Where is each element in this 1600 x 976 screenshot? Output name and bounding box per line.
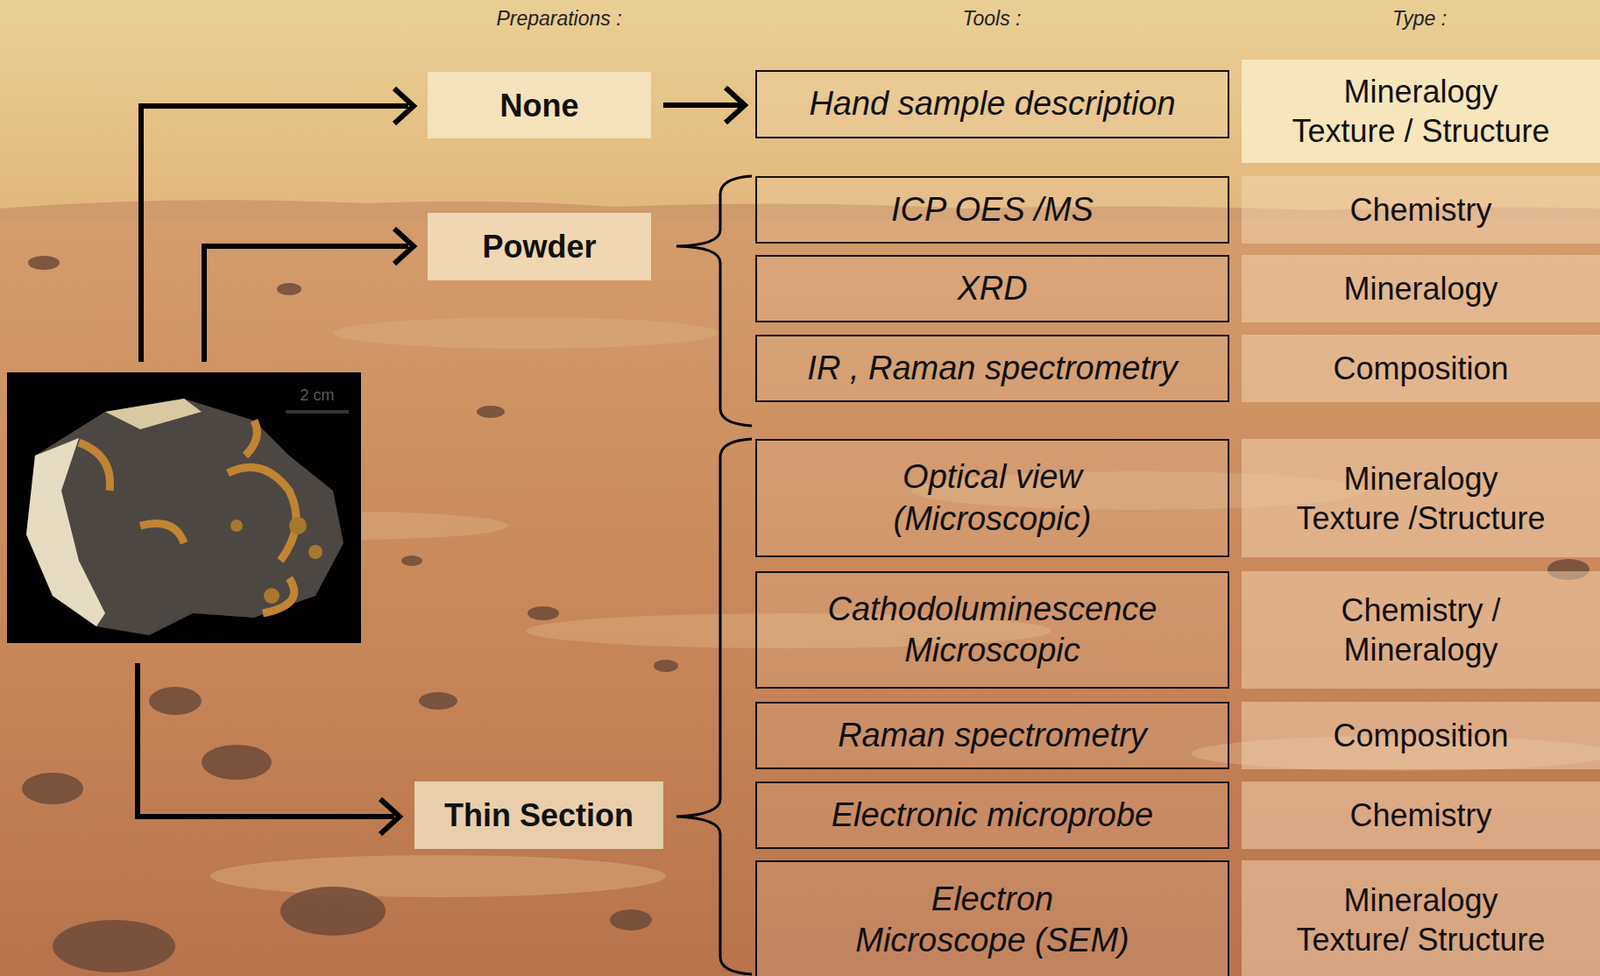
tool-box: Raman spectrometry [755,701,1230,770]
type-band: Chemistry [1241,176,1600,244]
column-header: Type : [1392,7,1447,31]
node-text: Cathodoluminescence Microscopic [826,588,1159,673]
node-text: Thin Section [444,795,634,836]
node-text: Optical view (Microscopic) [892,456,1093,540]
tool-box: Optical view (Microscopic) [755,438,1230,558]
tool-box: XRD [755,254,1230,323]
column-header: Preparations : [495,7,622,31]
node-text: IR , Raman spectrometry [807,347,1177,390]
type-band: Mineralogy Texture / Structure [1241,59,1600,163]
node-text: ICP OES /MS [891,189,1094,232]
prep-box: Thin Section [414,781,664,850]
node-text: XRD [956,268,1027,311]
tool-box: Electron Microscope (SEM) [755,860,1230,976]
node-text: Composition [1332,348,1508,389]
type-band: Mineralogy Texture /Structure [1241,438,1600,558]
type-band: Mineralogy [1241,254,1600,323]
node-text: Chemistry / Mineralogy [1339,590,1502,670]
node-text: Mineralogy Texture/ Structure [1295,880,1547,960]
node-text: Mineralogy [1343,269,1498,309]
type-band: Chemistry / Mineralogy [1241,571,1600,689]
node-text: None [500,85,580,126]
node-text: Chemistry [1349,190,1492,230]
prep-box: Powder [427,212,652,281]
tool-box: Hand sample description [755,70,1230,139]
tool-box: Electronic microprobe [755,781,1230,850]
node-text: Electronic microprobe [831,794,1154,837]
node-text: Powder [481,226,596,267]
type-band: Chemistry [1241,781,1600,850]
node-text: Composition [1332,715,1508,756]
type-band: Mineralogy Texture/ Structure [1241,860,1600,976]
node-text: Chemistry [1349,795,1492,836]
node-text: Raman spectrometry [837,715,1147,758]
tool-box: Cathodoluminescence Microscopic [755,571,1230,689]
type-band: Composition [1241,334,1600,403]
node-text: Electron Microscope (SEM) [854,878,1131,963]
node-text: Mineralogy Texture /Structure [1295,459,1547,539]
type-band: Composition [1241,701,1600,770]
prep-box: None [427,71,652,139]
node-text: Mineralogy Texture / Structure [1290,71,1551,151]
scale-label: 2 cm [299,386,334,405]
tool-box: IR , Raman spectrometry [755,334,1230,403]
arrow-connector [663,87,745,123]
column-header: Tools : [962,7,1022,31]
node-text: Hand sample description [808,83,1176,126]
tool-box: ICP OES /MS [755,176,1230,244]
